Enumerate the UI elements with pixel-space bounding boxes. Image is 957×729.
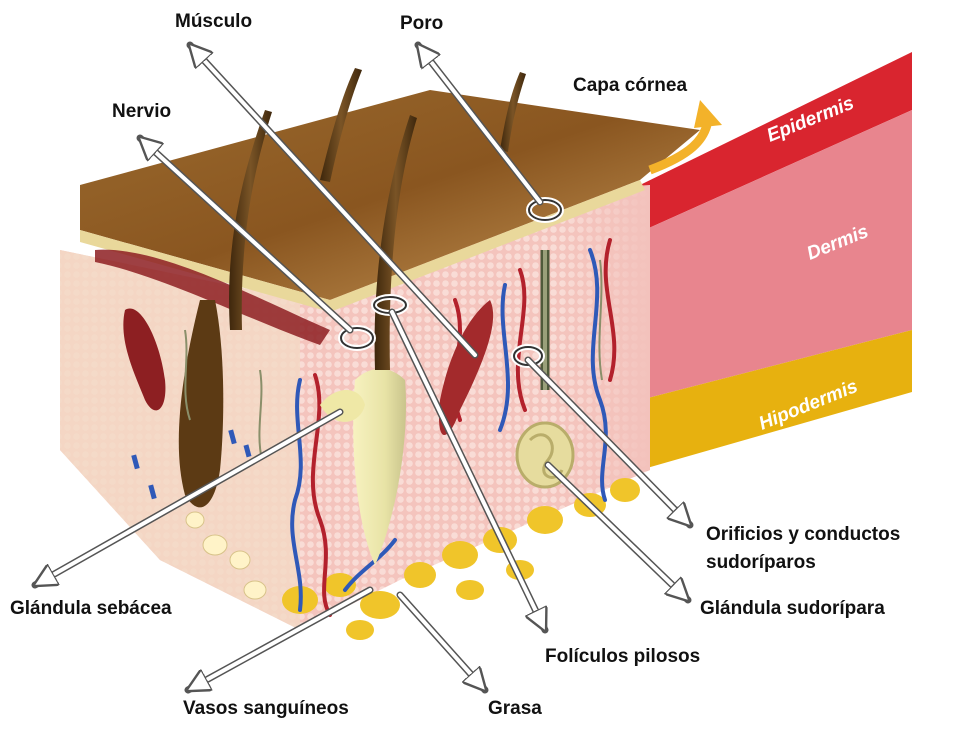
label-glandula-sebacea: Glándula sebácea	[10, 597, 172, 621]
label-musculo: Músculo	[175, 10, 252, 34]
layer-bands: Epidermis Dermis Hipodermis	[640, 52, 912, 470]
label-glandula-sudoripara: Glándula sudorípara	[700, 597, 885, 621]
label-grasa: Grasa	[488, 697, 542, 721]
label-poro: Poro	[400, 12, 443, 36]
label-vasos-sanguineos: Vasos sanguíneos	[183, 697, 349, 721]
label-orificios-1: Orificios y conductos	[706, 523, 900, 547]
label-capa-cornea: Capa córnea	[573, 74, 687, 98]
label-orificios-2: sudoríparos	[706, 551, 816, 575]
label-nervio: Nervio	[112, 100, 171, 124]
label-foliculos-pilosos: Folículos pilosos	[545, 645, 700, 669]
